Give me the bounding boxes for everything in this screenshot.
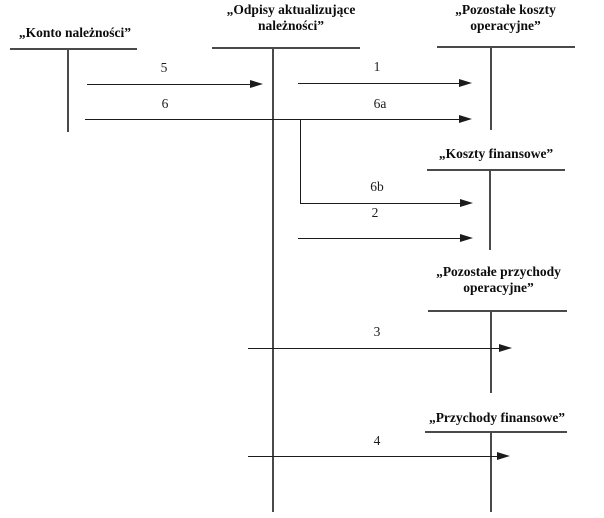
arrow-4-head-icon bbox=[497, 452, 510, 460]
t-account-divider-line bbox=[490, 310, 492, 393]
t-account-divider-line bbox=[67, 48, 69, 132]
arrow-2-line bbox=[298, 238, 460, 240]
arrow-5-line bbox=[87, 84, 250, 86]
arrow-6b-branch-line bbox=[300, 119, 302, 204]
t-account-divider-line bbox=[490, 46, 492, 130]
arrow-6b-line bbox=[300, 203, 460, 205]
flow-label-6: 6 bbox=[161, 96, 169, 111]
arrow-6-line bbox=[85, 119, 459, 121]
t-account-divider-line bbox=[489, 169, 491, 250]
t-account-top-line bbox=[428, 310, 567, 312]
flow-label-2: 2 bbox=[371, 205, 379, 220]
arrow-3-line bbox=[248, 348, 499, 350]
t-account-top-line bbox=[10, 48, 137, 50]
account-title-pozostale-przychody-operacyjne: „Pozostałe przychody operacyjne” bbox=[436, 264, 561, 295]
flow-label-4: 4 bbox=[373, 433, 381, 448]
arrow-1-line bbox=[298, 83, 459, 85]
arrow-2-head-icon bbox=[460, 234, 473, 242]
flow-label-6b: 6b bbox=[370, 179, 384, 194]
arrow-6a-head-icon bbox=[459, 115, 472, 123]
t-account-top-line bbox=[212, 47, 360, 49]
account-title-pozostale-koszty-operacyjne: „Pozostałe koszty operacyjne” bbox=[455, 2, 556, 33]
account-title-odpisy-aktualizujace: „Odpisy aktualizujące należności” bbox=[226, 2, 356, 33]
arrow-3-head-icon bbox=[499, 344, 512, 352]
t-account-top-line bbox=[427, 169, 565, 171]
flow-label-5: 5 bbox=[160, 60, 168, 75]
account-title-koszty-finansowe: „Koszty finansowe” bbox=[438, 146, 554, 161]
arrow-4-line bbox=[248, 456, 497, 458]
arrow-6b-head-icon bbox=[460, 199, 473, 207]
t-account-divider-line bbox=[490, 431, 492, 512]
account-title-przychody-finansowe: „Przychody finansowe” bbox=[428, 410, 566, 425]
t-account-top-line bbox=[425, 431, 567, 433]
t-account-top-line bbox=[437, 46, 575, 48]
arrow-5-head-icon bbox=[250, 80, 263, 88]
flow-label-6a: 6a bbox=[373, 96, 387, 111]
t-account-divider-line bbox=[272, 47, 274, 512]
flow-label-3: 3 bbox=[373, 324, 381, 339]
arrow-1-head-icon bbox=[459, 79, 472, 87]
flow-label-1: 1 bbox=[373, 59, 381, 74]
account-title-konto-naleznosci: „Konto należności” bbox=[18, 25, 132, 40]
